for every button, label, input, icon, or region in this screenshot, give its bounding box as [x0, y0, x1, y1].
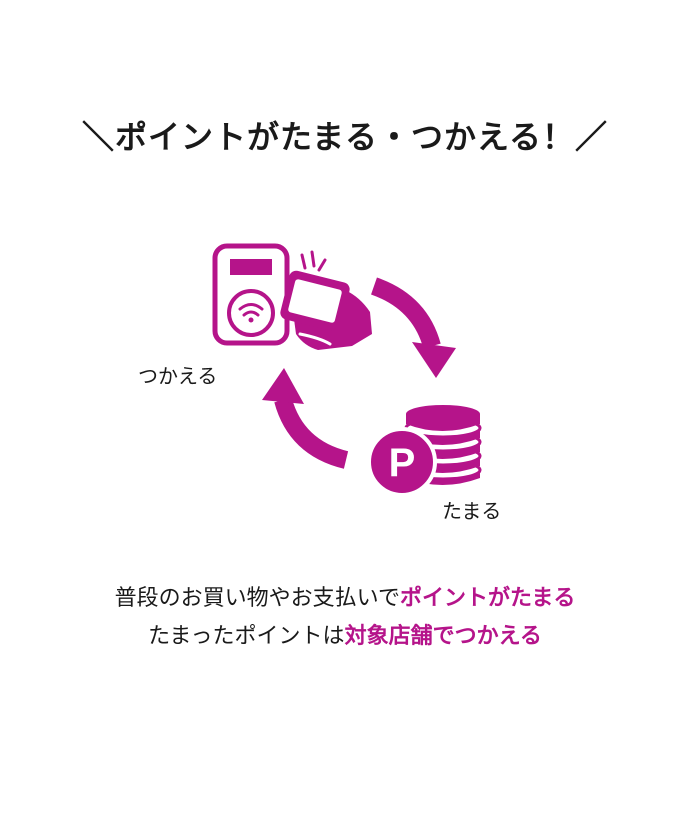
use-label: つかえる [138, 364, 218, 388]
point-coin-icon: P [367, 427, 437, 497]
description-line-1-text: 普段のお買い物やお支払いで [114, 586, 400, 611]
signal-lines-icon [300, 250, 327, 272]
description-line-1: 普段のお買い物やお支払いでポイントがたまる [0, 582, 690, 616]
save-label: たまる [442, 499, 502, 523]
description-line-2-emphasis: 対象店舗でつかえる [344, 624, 542, 649]
hand-phone-icon [280, 270, 372, 350]
description-line-1-emphasis: ポイントがたまる [400, 586, 576, 611]
description-line-2: たまったポイントは対象店舗でつかえる [0, 620, 690, 654]
arrow-down-icon [370, 277, 456, 378]
headline: ＼ポイントがたまる・つかえる！／ [81, 118, 609, 156]
payment-terminal-icon [212, 243, 290, 346]
coin-letter: P [389, 441, 416, 485]
description-line-2-text: たまったポイントは [148, 624, 345, 649]
arrow-up-icon [262, 368, 349, 469]
